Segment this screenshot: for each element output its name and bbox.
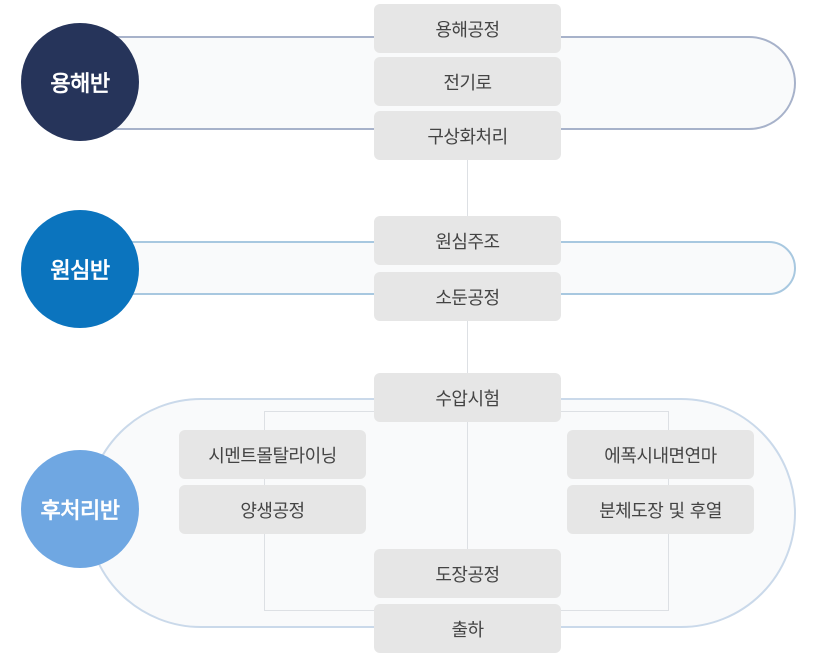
group-label: 용해반: [50, 72, 110, 97]
step-box: 구상화처리: [374, 111, 561, 160]
step-box: 분체도장 및 후열: [567, 485, 754, 534]
group-circle-post-processing: 후처리반: [21, 450, 139, 568]
step-box: 전기로: [374, 57, 561, 106]
step-box: 양생공정: [179, 485, 366, 534]
connector-line: [467, 321, 468, 373]
step-box: 수압시험: [374, 373, 561, 422]
step-box: 에폭시내면연마: [567, 430, 754, 479]
step-box: 도장공정: [374, 549, 561, 598]
connector-line: [467, 160, 468, 216]
step-box: 소둔공정: [374, 272, 561, 321]
step-box: 용해공정: [374, 4, 561, 53]
step-box: 원심주조: [374, 216, 561, 265]
step-box: 시멘트몰탈라이닝: [179, 430, 366, 479]
group-label: 원심반: [50, 259, 110, 284]
group-circle-melting: 용해반: [21, 23, 139, 141]
group-circle-centrifugal: 원심반: [21, 210, 139, 328]
connector-line: [467, 422, 468, 549]
group-label: 후처리반: [40, 499, 120, 524]
step-box: 출하: [374, 604, 561, 653]
